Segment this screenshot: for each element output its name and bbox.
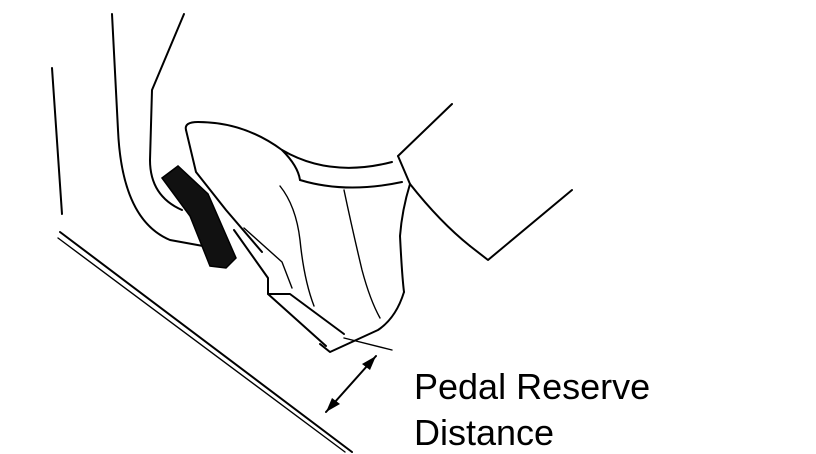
shoe [184, 103, 573, 353]
pedal-reserve-label: Pedal Reserve Distance [414, 364, 714, 454]
label-line-2: Distance [414, 412, 555, 453]
pedal-arm-outer [111, 13, 215, 249]
brake-pedal-pad [160, 165, 237, 269]
firewall-line [51, 67, 63, 215]
reserve-distance-dimension [325, 337, 393, 413]
pedal-arm-inner [149, 13, 185, 211]
floor-board [57, 231, 353, 453]
label-line-1: Pedal Reserve [414, 366, 651, 407]
